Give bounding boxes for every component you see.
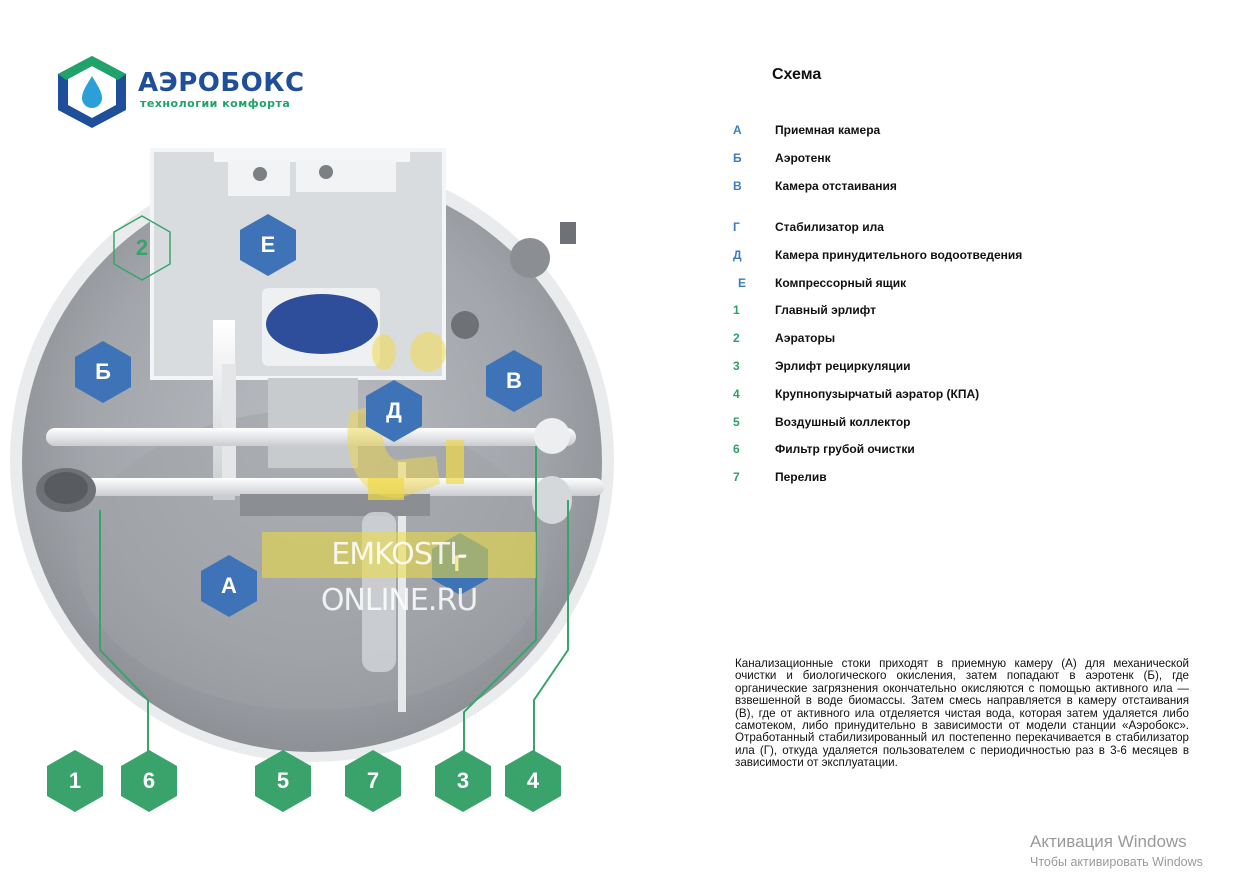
number-label-1: 1 (68, 768, 82, 793)
legend-key: В (733, 179, 742, 193)
legend-text: Камера отстаивания (775, 179, 897, 193)
legend-key: Е (738, 276, 747, 290)
number-label-7: 7 (366, 768, 380, 793)
number-hexes (47, 750, 561, 812)
number-label-6: 6 (142, 768, 156, 793)
legend-key: Г (733, 220, 740, 234)
description-text: Канализационные стоки приходят в приемну… (735, 657, 1189, 770)
number-label-5: 5 (276, 768, 290, 793)
legend-text: Главный эрлифт (775, 303, 876, 317)
logo-title: АЭРОБОКС (138, 68, 305, 98)
legend-key: 6 (733, 442, 740, 456)
legend-text: Камера принудительного водоотведения (775, 248, 1023, 262)
legend-key: Б (733, 151, 742, 165)
legend-text: Воздушный коллектор (775, 415, 911, 429)
hex-label-d: Д (386, 398, 402, 423)
legend-key: 7 (733, 470, 740, 484)
windows-activation-subtitle: Чтобы активировать Windows (1030, 855, 1203, 869)
legend-text: Фильтр грубой очистки (775, 442, 915, 456)
legend-key: Д (733, 248, 742, 262)
legend-text: Аэротенк (775, 151, 831, 165)
legend-text: Аэраторы (775, 331, 836, 345)
partition-wall (398, 462, 406, 712)
legend-text: Крупнопузырчатый аэратор (КПА) (775, 387, 980, 401)
legend-key: 1 (733, 303, 740, 317)
air-collector-pipe (46, 428, 576, 446)
legend-text: Перелив (775, 470, 827, 484)
hex-label-v: В (506, 368, 522, 393)
hex-label-2: 2 (135, 235, 149, 260)
number-label-4: 4 (526, 768, 540, 793)
septic-diagram (10, 148, 614, 812)
hex-label-e: Е (260, 232, 276, 257)
legend-text: Компрессорный ящик (775, 276, 907, 290)
watermark: EMKOSTI-ONLINE.RU (262, 532, 536, 618)
legend-text: Эрлифт рециркуляции (775, 359, 911, 373)
logo-subtitle: технологии комфорта (140, 97, 291, 110)
legend-key: 5 (733, 415, 740, 429)
legend-key: А (733, 123, 742, 137)
number-label-3: 3 (456, 768, 470, 793)
hex-label-a: А (221, 573, 237, 598)
scheme-title: Схема (772, 66, 822, 83)
legend-key: 3 (733, 359, 740, 373)
callout-lines (99, 446, 569, 752)
legend-text: Стабилизатор ила (775, 220, 884, 234)
logo: АЭРОБОКС технологии комфорта (52, 54, 312, 130)
logo-hexagon-icon (58, 56, 126, 128)
windows-activation-title: Активация Windows (1030, 832, 1187, 851)
legend-key: 4 (733, 387, 740, 401)
hex-label-b: Б (95, 359, 111, 384)
legend-text: Приемная камера (775, 123, 881, 137)
legend-key: 2 (733, 331, 740, 345)
